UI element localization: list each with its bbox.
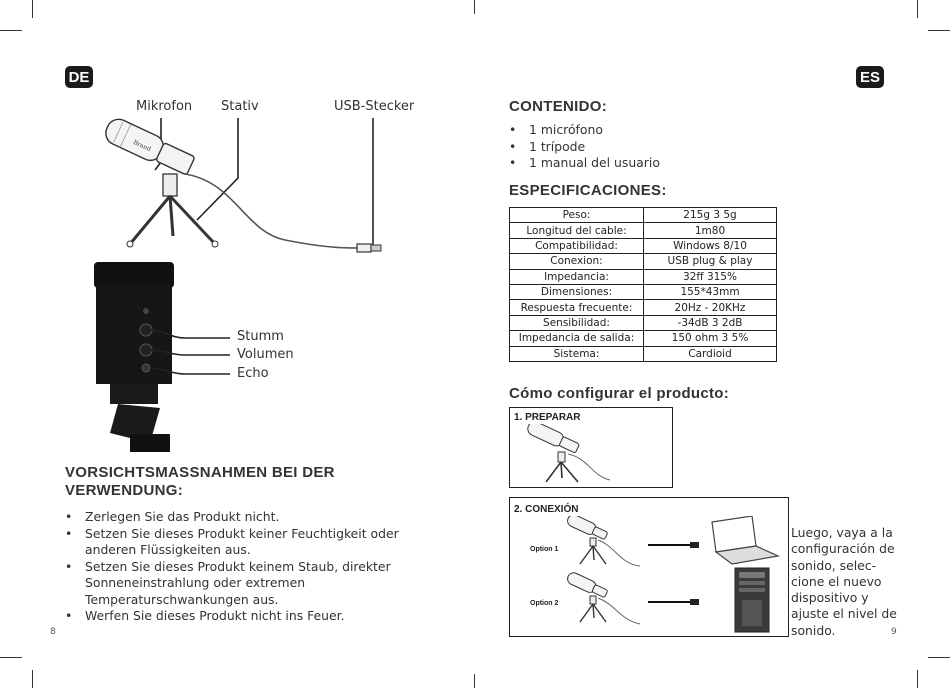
spec-key: Dimensiones: (509, 283, 644, 301)
label-mikrofon: Mikrofon (136, 99, 193, 114)
step2-box: 2. CONEXIÓN Option 1 Option 2 (509, 497, 789, 637)
crop-mark (917, 0, 918, 18)
table-row: Sensibilidad:-34dB 3 2dB (509, 314, 777, 332)
table-row: Impedancia:32ff 315% (509, 268, 777, 285)
table-row: Conexion:USB plug & play (509, 253, 777, 270)
spec-value: 155*43mm (643, 283, 777, 301)
crop-mark (0, 30, 22, 31)
spec-key: Respuesta frecuente: (509, 299, 644, 316)
crop-mark (474, 0, 475, 14)
spec-value: USB plug & play (643, 253, 777, 270)
spec-value: 32ff 315% (643, 268, 777, 285)
specs-title: ESPECIFICACIONES: (509, 182, 667, 199)
spec-value: -34dB 3 2dB (643, 314, 777, 332)
list-item: 1 micrófono (509, 122, 759, 139)
precautions-list: Zerlegen Sie das Produkt nicht. Setzen S… (65, 509, 450, 625)
table-row: Peso:215g 3 5g (509, 206, 777, 224)
label-usb-stecker: USB-Stecker (334, 99, 415, 114)
spec-key: Peso: (509, 206, 644, 224)
table-row: Compatibilidad:Windows 8/10 (509, 237, 777, 255)
label-stumm: Stumm (237, 329, 284, 344)
microphone-controls-illustration (94, 262, 230, 452)
precautions-title-line2: VERWENDUNG: (65, 482, 184, 499)
list-item: Setzen Sie dieses Produkt keiner Feuchti… (65, 526, 450, 559)
table-row: Sistema:Cardioid (509, 345, 777, 362)
spec-key: Sensibilidad: (509, 314, 644, 332)
table-row: Respuesta frecuente:20Hz - 20KHz (509, 299, 777, 316)
option2-label: Option 2 (530, 600, 559, 607)
spec-key: Sistema: (509, 345, 644, 362)
crop-mark (32, 670, 33, 688)
contents-list: 1 micrófono 1 trípode 1 manual del usuar… (509, 122, 759, 172)
table-row: Longitud del cable:1m80 (509, 222, 777, 239)
label-volumen: Volumen (237, 347, 294, 362)
label-stativ: Stativ (221, 99, 259, 114)
page-number-right: 9 (891, 627, 897, 637)
label-echo: Echo (237, 366, 269, 381)
list-item: Zerlegen Sie das Produkt nicht. (65, 509, 450, 526)
spec-value: Cardioid (643, 345, 777, 362)
setup-instructions-text: Luego, vaya a la configuración de sonido… (791, 525, 897, 638)
list-item: 1 trípode (509, 139, 759, 156)
connection-illustration (567, 516, 781, 633)
list-item: Setzen Sie dieses Produkt keinem Staub, … (65, 559, 450, 609)
language-badge-es: ES (856, 66, 884, 88)
spec-value: 150 ohm 3 5% (643, 330, 777, 347)
crop-mark (917, 670, 918, 688)
table-row: Impedancia de salida:150 ohm 3 5% (509, 330, 777, 347)
spec-key: Impedancia de salida: (509, 330, 644, 347)
option1-label: Option 1 (530, 546, 559, 553)
spec-key: Longitud del cable: (509, 222, 644, 239)
contents-title: CONTENIDO: (509, 98, 607, 115)
spec-key: Conexion: (509, 253, 644, 270)
spec-key: Compatibilidad: (509, 237, 644, 255)
specs-table: Peso:215g 3 5g Longitud del cable:1m80 C… (509, 206, 777, 362)
spec-value: 1m80 (643, 222, 777, 239)
table-row: Dimensiones:155*43mm (509, 283, 777, 301)
precautions-title-line1: VORSICHTSMASSNAHMEN BEI DER (65, 464, 335, 481)
step2-title: 2. CONEXIÓN (514, 504, 579, 515)
spec-key: Impedancia: (509, 268, 644, 285)
step1-title: 1. PREPARAR (514, 412, 581, 423)
list-item: Werfen Sie dieses Produkt nicht ins Feue… (65, 608, 450, 625)
setup-title: Cómo configurar el producto: (509, 385, 730, 402)
crop-mark (928, 657, 950, 658)
crop-mark (474, 674, 475, 688)
crop-mark (0, 657, 22, 658)
crop-mark (928, 30, 950, 31)
page-number-left: 8 (50, 627, 56, 637)
step1-box: 1. PREPARAR (509, 407, 673, 488)
microphone-tripod-illustration: Brand (105, 118, 382, 253)
microphone-prep-illustration (527, 424, 611, 483)
crop-mark (32, 0, 33, 18)
language-badge-de: DE (65, 66, 93, 88)
spec-value: 215g 3 5g (643, 206, 777, 224)
spec-value: Windows 8/10 (643, 237, 777, 255)
list-item: 1 manual del usuario (509, 155, 759, 172)
spec-value: 20Hz - 20KHz (643, 299, 777, 316)
